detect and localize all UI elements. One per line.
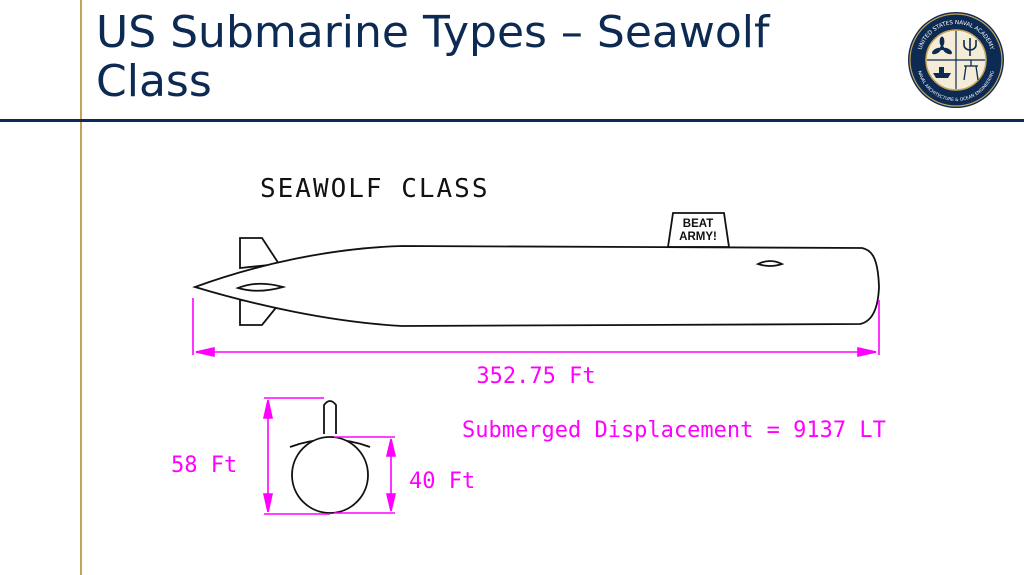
bow-planes — [755, 260, 785, 267]
offshore-platform-icon — [963, 60, 979, 81]
page-title: US Submarine Types – Seawolf Class — [96, 7, 770, 107]
length-dimension — [192, 298, 880, 357]
ship-icon — [933, 67, 951, 78]
stern-planes — [235, 282, 287, 292]
usna-naoe-seal-logo: UNITED STATES NAVAL ACADEMY NAVAL ARCHIT… — [908, 12, 1004, 108]
propeller-icon — [932, 36, 952, 55]
displacement-label: Submerged Displacement = 9137 LT — [462, 418, 886, 443]
height-dimension — [263, 397, 330, 515]
height-label: 58 Ft — [171, 453, 237, 478]
hull-side-profile — [192, 212, 880, 327]
diameter-label: 40 Ft — [409, 469, 475, 494]
hull-cross-section — [289, 400, 371, 514]
sail-text-beat: BEAT — [683, 218, 713, 230]
trident-icon — [963, 38, 977, 56]
section-sail — [323, 400, 337, 434]
accent-vertical-rule — [80, 0, 82, 575]
title-underline-rule — [0, 119, 1024, 122]
length-label: 352.75 Ft — [476, 364, 595, 389]
diagram-heading: SEAWOLF CLASS — [260, 174, 490, 204]
section-hull — [291, 436, 369, 514]
diameter-dimension — [334, 436, 397, 514]
sail-text-army: ARMY! — [679, 231, 717, 243]
hull-outline — [192, 245, 880, 327]
